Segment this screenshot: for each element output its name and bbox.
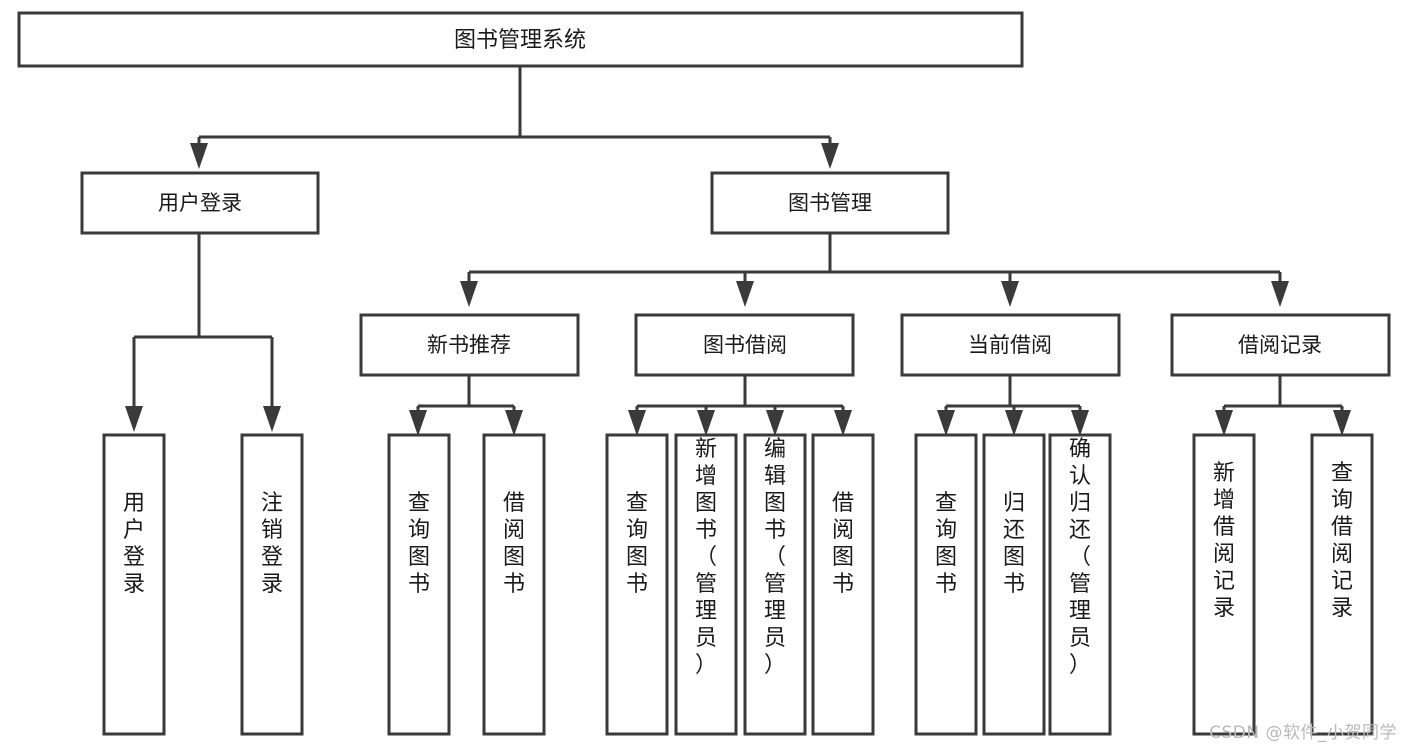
node-label: 查询借阅记录 xyxy=(1331,461,1353,621)
node-box xyxy=(674,433,738,736)
node-leaf-borrow-books-1[interactable]: 借阅图书 xyxy=(482,433,546,736)
node-leaf-edit-book-admin[interactable]: 编辑图书（管理员） xyxy=(743,433,807,736)
connector-book-borrow-to-leaves xyxy=(628,375,852,436)
node-label: 图书借阅 xyxy=(703,333,787,357)
node-leaf-add-book-admin[interactable]: 新增图书（管理员） xyxy=(674,433,738,736)
node-leaf-query-borrow-record[interactable]: 查询借阅记录 xyxy=(1310,433,1374,736)
arrow-icon xyxy=(1005,410,1023,436)
node-box xyxy=(914,433,978,736)
arrow-icon xyxy=(821,143,839,169)
csdn-watermark: CSDN @软件_小贺同学 xyxy=(1209,723,1397,743)
arrow-icon xyxy=(190,143,208,169)
node-label: 查询图书 xyxy=(935,491,957,597)
arrow-icon xyxy=(263,406,281,432)
node-box xyxy=(1192,433,1256,736)
node-label: 借阅图书 xyxy=(832,491,854,597)
connector-borrow-record-to-leaves xyxy=(1215,375,1351,436)
node-box xyxy=(482,433,546,736)
node-current-borrow[interactable]: 当前借阅 xyxy=(900,313,1121,377)
node-box xyxy=(1310,433,1374,736)
node-leaf-query-books-2[interactable]: 查询图书 xyxy=(605,433,669,736)
arrow-icon xyxy=(409,410,427,436)
arrow-icon xyxy=(937,410,955,436)
arrow-icon xyxy=(1215,410,1233,436)
node-box xyxy=(605,433,669,736)
node-leaf-user-login[interactable]: 用户登录 xyxy=(102,433,166,736)
node-leaf-confirm-return-admin[interactable]: 确认归还（管理员） xyxy=(1048,433,1112,736)
arrow-icon xyxy=(1271,281,1289,307)
arrow-icon xyxy=(834,410,852,436)
node-box xyxy=(900,313,1121,377)
node-box xyxy=(710,171,950,235)
node-box xyxy=(1048,433,1112,736)
node-book-management[interactable]: 图书管理 xyxy=(710,171,950,235)
node-label: 查询图书 xyxy=(626,491,648,597)
node-box xyxy=(359,313,580,377)
node-new-book-recommend[interactable]: 新书推荐 xyxy=(359,313,580,377)
arrow-icon xyxy=(505,410,523,436)
node-label: 当前借阅 xyxy=(968,333,1052,357)
node-box xyxy=(811,433,875,736)
node-box xyxy=(387,433,451,736)
arrow-icon xyxy=(628,410,646,436)
node-leaf-borrow-books-2[interactable]: 借阅图书 xyxy=(811,433,875,736)
node-label: 用户登录 xyxy=(123,491,145,597)
node-box xyxy=(1170,313,1391,377)
node-box xyxy=(80,171,320,235)
node-label: 查询图书 xyxy=(408,491,430,597)
node-label: 归还图书 xyxy=(1003,491,1025,597)
arrow-icon xyxy=(766,410,784,436)
node-leaf-query-books-1[interactable]: 查询图书 xyxy=(387,433,451,736)
arrow-icon xyxy=(1071,410,1089,436)
connector-user-login-to-leaves xyxy=(125,233,281,432)
node-leaf-return-books[interactable]: 归还图书 xyxy=(982,433,1046,736)
node-label: 新增图书（管理员） xyxy=(695,437,717,678)
node-box xyxy=(17,11,1024,68)
node-label: 图书管理系统 xyxy=(454,28,586,53)
arrow-icon xyxy=(1001,281,1019,307)
node-box xyxy=(634,313,855,377)
node-box xyxy=(982,433,1046,736)
arrow-icon xyxy=(736,281,754,307)
connector-book-manage-to-level2 xyxy=(460,233,1289,307)
node-book-borrow[interactable]: 图书借阅 xyxy=(634,313,855,377)
arrow-icon xyxy=(125,406,143,432)
node-label: 图书管理 xyxy=(788,191,872,215)
node-root-book-management-system[interactable]: 图书管理系统 xyxy=(17,11,1024,68)
node-label: 用户登录 xyxy=(158,191,242,215)
node-label: 新增借阅记录 xyxy=(1213,461,1235,621)
node-box xyxy=(240,433,304,736)
node-box xyxy=(102,433,166,736)
arrow-icon xyxy=(1333,410,1351,436)
connector-root-to-level1 xyxy=(190,66,839,169)
node-leaf-query-books-3[interactable]: 查询图书 xyxy=(914,433,978,736)
arrow-icon xyxy=(460,281,478,307)
node-leaf-logout[interactable]: 注销登录 xyxy=(240,433,304,736)
node-borrow-record[interactable]: 借阅记录 xyxy=(1170,313,1391,377)
node-user-login[interactable]: 用户登录 xyxy=(80,171,320,235)
arrow-icon xyxy=(697,410,715,436)
connector-current-borrow-to-leaves xyxy=(937,375,1089,436)
node-label: 借阅记录 xyxy=(1238,333,1322,357)
node-label: 借阅图书 xyxy=(503,491,525,597)
node-box xyxy=(743,433,807,736)
connector-new-book-to-leaves xyxy=(409,375,523,436)
node-label: 新书推荐 xyxy=(427,333,511,357)
node-label: 注销登录 xyxy=(261,491,283,597)
node-label: 编辑图书（管理员） xyxy=(764,437,786,678)
node-leaf-add-borrow-record[interactable]: 新增借阅记录 xyxy=(1192,433,1256,736)
node-label: 确认归还（管理员） xyxy=(1069,437,1091,678)
